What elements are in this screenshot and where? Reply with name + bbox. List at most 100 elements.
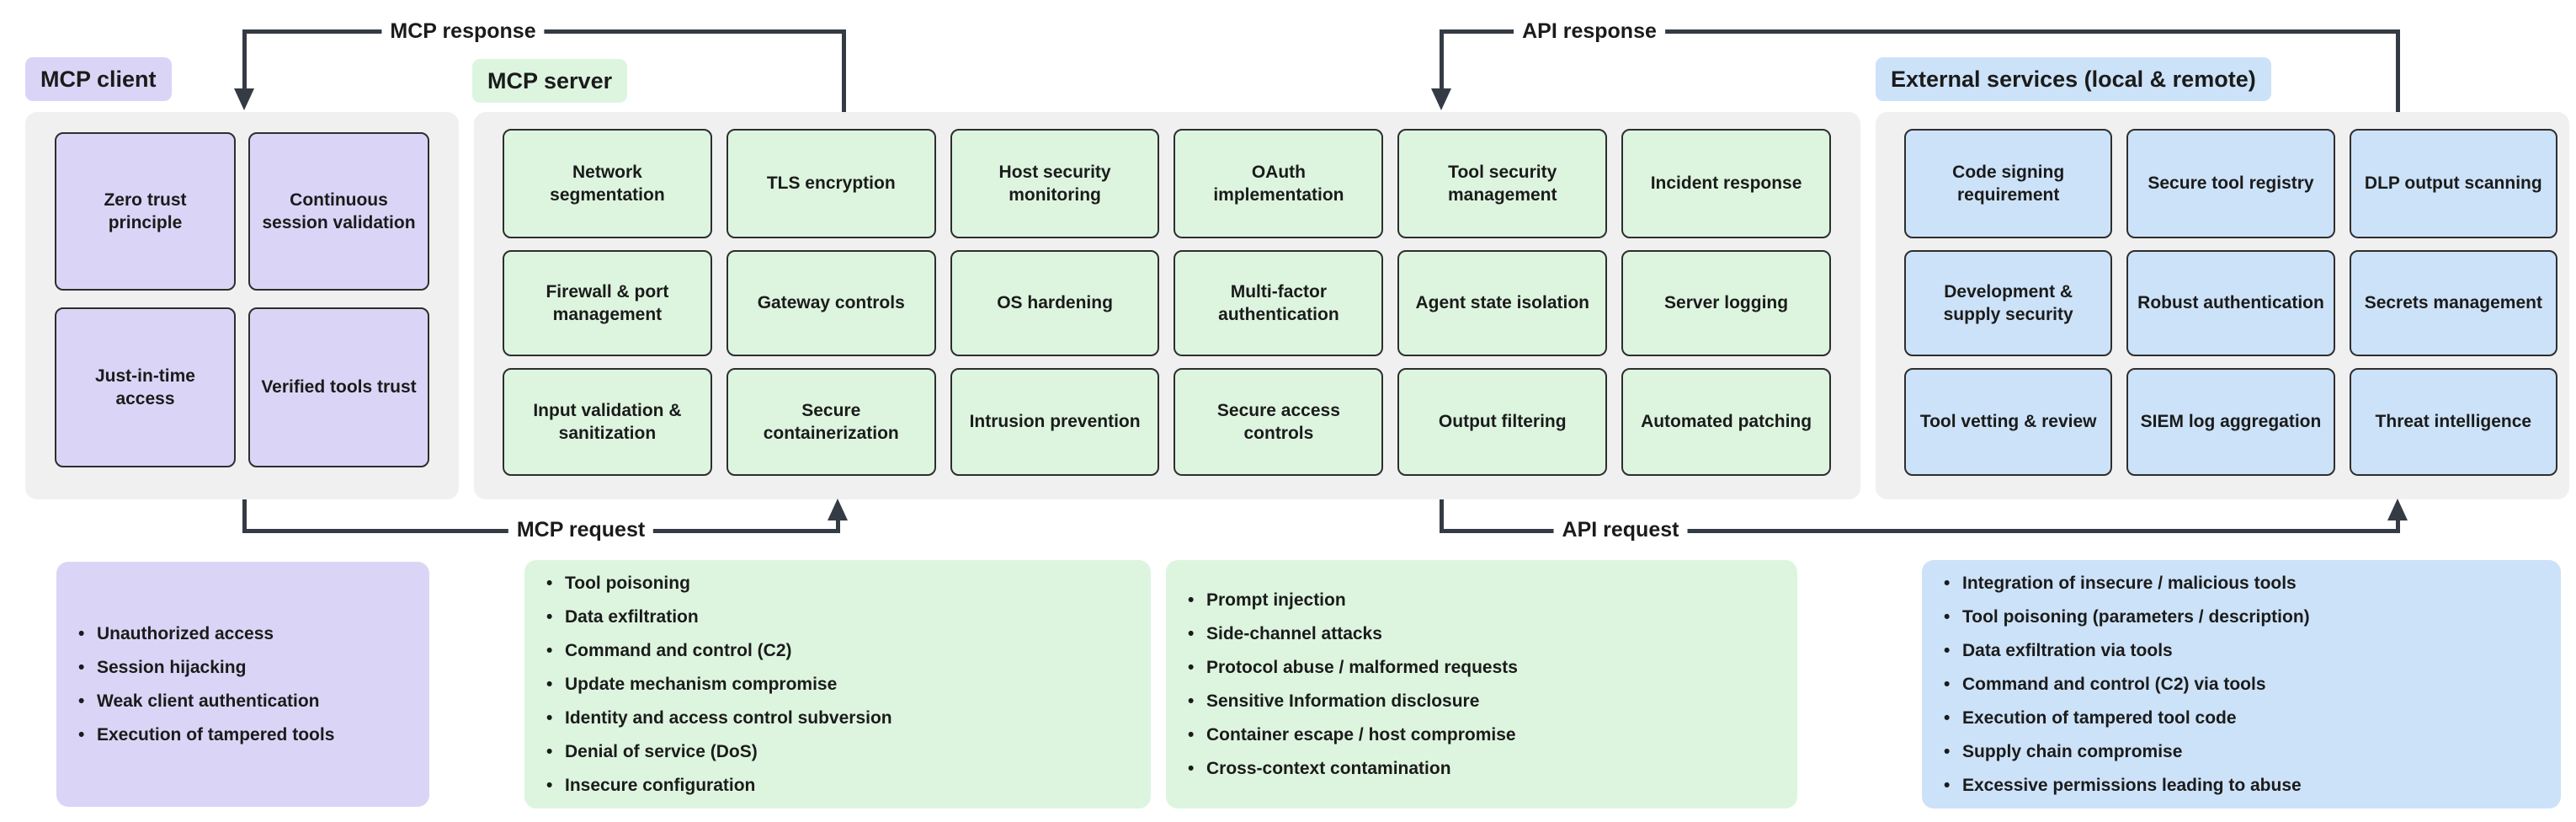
server-control-box: Multi-factor authentication: [1174, 250, 1384, 356]
threat-list-item: Cross-context contamination: [1184, 752, 1786, 786]
api-response-line: [1440, 29, 1444, 90]
mcp-request-line: [242, 499, 247, 533]
external-control-box: Robust authentication: [2126, 250, 2335, 356]
external-control-box: Secure tool registry: [2126, 129, 2335, 238]
server-control-box: Output filtering: [1397, 368, 1608, 476]
server-control-box: Agent state isolation: [1397, 250, 1608, 356]
threat-list-item: Execution of tampered tools: [75, 718, 418, 752]
api-request-line: [1440, 529, 2400, 533]
server-control-box: Secure containerization: [726, 368, 936, 476]
server-control-box: Automated patching: [1621, 368, 1831, 476]
external-threat-list: Integration of insecure / malicious tool…: [1922, 560, 2561, 809]
external-control-label: Secure tool registry: [2148, 173, 2314, 194]
external-control-box: Threat intelligence: [2349, 368, 2557, 476]
threat-list-item: Session hijacking: [75, 651, 418, 685]
external-control-box: Development & supply security: [1904, 250, 2113, 356]
arrowhead-up-icon: [2387, 499, 2408, 520]
client-control-label: Just-in-time access: [94, 366, 195, 408]
threat-list-item: Excessive permissions leading to abuse: [1940, 769, 2549, 803]
threat-list-item: Denial of service (DoS): [543, 735, 1139, 769]
server-threat-list-left: Tool poisoningData exfiltrationCommand a…: [524, 560, 1151, 809]
api-request-label: API request: [1553, 516, 1688, 543]
client-control-box: Just-in-time access: [55, 307, 236, 467]
server-threat-list-right: Prompt injectionSide-channel attacksProt…: [1166, 560, 1797, 809]
client-control-box: Continuous session validation: [248, 132, 429, 291]
mcp-server-panel: Network segmentation TLS encryption Host s…: [474, 112, 1860, 499]
api-response-label: API response: [1514, 18, 1665, 45]
server-control-box: Network segmentation: [503, 129, 712, 238]
server-control-box: Tool security management: [1397, 129, 1608, 238]
client-control-box: Verified tools trust: [248, 307, 429, 467]
client-control-box: Zero trust principle: [55, 132, 236, 291]
threat-list-item: Side-channel attacks: [1184, 617, 1786, 651]
external-control-label: Code signing requirement: [1952, 162, 2065, 205]
client-control-label: Verified tools trust: [261, 377, 417, 398]
mcp-response-line: [242, 29, 247, 90]
server-control-label: Tool security management: [1447, 162, 1557, 205]
server-control-box: Secure access controls: [1174, 368, 1384, 476]
threat-list-item: Tool poisoning: [543, 567, 1139, 600]
client-control-label: Zero trust principle: [104, 189, 187, 232]
threat-list-item: Unauthorized access: [75, 617, 418, 651]
external-control-label: Threat intelligence: [2375, 412, 2532, 432]
threat-list-item: Data exfiltration: [543, 600, 1139, 634]
server-control-label: Secure access controls: [1216, 400, 1340, 443]
server-control-box: Server logging: [1621, 250, 1831, 356]
server-control-box: Input validation & sanitization: [503, 368, 712, 476]
arrowhead-down-icon: [234, 88, 254, 110]
server-control-box: OS hardening: [950, 250, 1160, 356]
api-response-line: [1441, 29, 2400, 34]
mcp-response-line: [842, 29, 846, 112]
mcp-response-label: MCP response: [381, 18, 545, 45]
server-control-label: Firewall & port management: [546, 281, 669, 324]
external-services-panel: Code signing requirement Secure tool regi…: [1876, 112, 2569, 499]
mcp-request-line: [836, 516, 840, 533]
threat-list-item: Weak client authentication: [75, 685, 418, 718]
server-control-label: Secure containerization: [763, 400, 899, 443]
client-threat-list: Unauthorized accessSession hijackingWeak…: [56, 562, 429, 807]
server-control-box: Host security monitoring: [950, 129, 1160, 238]
threat-list-item: Data exfiltration via tools: [1940, 634, 2549, 668]
threat-list-item: Supply chain compromise: [1940, 735, 2549, 769]
threat-list-item: Insecure configuration: [543, 769, 1139, 803]
server-control-label: Network segmentation: [550, 162, 665, 205]
threat-list-item: Command and control (C2) via tools: [1940, 668, 2549, 702]
server-control-box: Intrusion prevention: [950, 368, 1160, 476]
api-response-line: [2396, 29, 2400, 112]
mcp-server-label: MCP server: [472, 59, 628, 103]
external-control-label: Robust authentication: [2137, 293, 2324, 313]
server-control-label: OS hardening: [997, 293, 1113, 313]
server-control-label: OAuth implementation: [1213, 162, 1344, 205]
external-control-label: Development & supply security: [1943, 281, 2073, 324]
server-control-box: OAuth implementation: [1174, 129, 1384, 238]
api-request-line: [2396, 516, 2400, 533]
server-control-box: Incident response: [1621, 129, 1831, 238]
server-control-box: Gateway controls: [726, 250, 936, 356]
external-services-label: External services (local & remote): [1876, 57, 2271, 101]
threat-list-item: Command and control (C2): [543, 634, 1139, 668]
threat-list-item: Container escape / host compromise: [1184, 718, 1786, 752]
external-control-label: DLP output scanning: [2364, 173, 2542, 194]
mcp-client-panel: Zero trust principle Continuous session v…: [25, 112, 459, 499]
threat-list-item: Prompt injection: [1184, 584, 1786, 617]
arrowhead-down-icon: [1431, 88, 1451, 110]
server-control-label: Output filtering: [1438, 412, 1567, 432]
server-control-label: Multi-factor authentication: [1218, 281, 1339, 324]
threat-list-item: Integration of insecure / malicious tool…: [1940, 567, 2549, 600]
server-control-box: TLS encryption: [726, 129, 936, 238]
server-control-label: TLS encryption: [766, 173, 896, 194]
arrowhead-up-icon: [828, 499, 848, 520]
external-control-label: SIEM log aggregation: [2140, 412, 2322, 432]
server-control-label: Input validation & sanitization: [533, 400, 682, 443]
external-control-box: Tool vetting & review: [1904, 368, 2113, 476]
mcp-client-label: MCP client: [25, 57, 172, 101]
server-control-label: Automated patching: [1641, 412, 1812, 432]
external-control-box: DLP output scanning: [2349, 129, 2557, 238]
api-request-line: [1440, 499, 1444, 533]
external-control-box: Code signing requirement: [1904, 129, 2113, 238]
threat-list-item: Execution of tampered tool code: [1940, 702, 2549, 735]
external-control-box: SIEM log aggregation: [2126, 368, 2335, 476]
threat-list-item: Protocol abuse / malformed requests: [1184, 651, 1786, 685]
external-control-box: Secrets management: [2349, 250, 2557, 356]
